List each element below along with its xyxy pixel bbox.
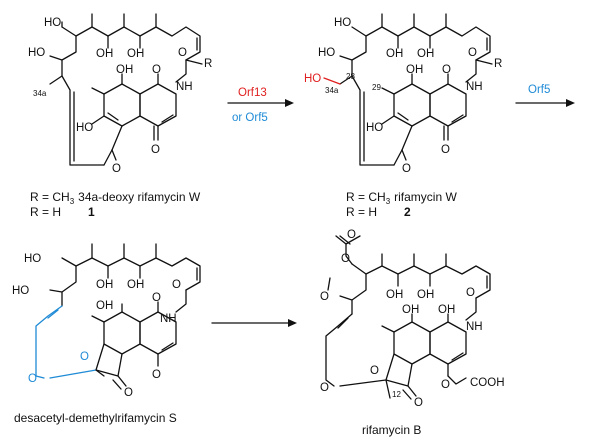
c3-ho-top: HO bbox=[24, 253, 41, 265]
c4-cooh: COOH bbox=[470, 377, 505, 389]
compound-4-structure bbox=[325, 235, 491, 400]
enzyme-orf13: Orf13 bbox=[238, 87, 267, 99]
c1-number: 1 bbox=[88, 205, 95, 219]
c2-oh-ring: OH bbox=[406, 64, 423, 76]
c2-o-bottom: O bbox=[441, 144, 450, 156]
c2-label-28: 28 bbox=[346, 72, 355, 81]
enzyme-orf5: Orf5 bbox=[528, 84, 550, 96]
c2-ho-ring: HO bbox=[366, 122, 383, 134]
c3-o-bottom: O bbox=[152, 369, 161, 381]
compound-2-structure bbox=[323, 13, 493, 166]
c4-oh-ring-1: OH bbox=[402, 304, 419, 316]
c1-r-group: R bbox=[204, 58, 212, 70]
c2-ho-top: HO bbox=[334, 17, 351, 29]
c4-nh: NH bbox=[466, 321, 483, 333]
c2-o-amide: O bbox=[468, 47, 477, 59]
arrow-1-head bbox=[285, 99, 294, 107]
c3-oh-1: OH bbox=[96, 279, 113, 291]
c2-caption-line2: R = H bbox=[346, 205, 377, 219]
c3-o-ring-blue: O bbox=[80, 351, 89, 363]
c4-oh-2: OH bbox=[417, 289, 434, 301]
c2-number: 2 bbox=[404, 205, 411, 219]
c4-o-acetate: O bbox=[347, 229, 356, 241]
arrow-3-head bbox=[288, 319, 297, 327]
c3-ho-side: HO bbox=[12, 285, 29, 297]
c4-label-12: 12 bbox=[392, 390, 401, 399]
c3-o-ether-blue: O bbox=[28, 373, 37, 385]
c1-caption-line2: R = H bbox=[30, 205, 61, 219]
c4-o-furan: O bbox=[370, 365, 379, 377]
c1-ho-top: HO bbox=[44, 17, 61, 29]
c2-ho-side: HO bbox=[318, 47, 335, 59]
c4-o-lactone: O bbox=[414, 397, 423, 409]
c2-r-group: R bbox=[494, 58, 502, 70]
compound-1-structure bbox=[49, 13, 203, 166]
c1-label-34a: 34a bbox=[33, 89, 47, 98]
c3-o-amide: O bbox=[172, 279, 181, 291]
c4-oh-ring-2: OH bbox=[438, 304, 455, 316]
c1-oh-2: OH bbox=[127, 48, 144, 60]
c4-caption: rifamycin B bbox=[362, 423, 421, 437]
c3-o-lactone: O bbox=[124, 387, 133, 399]
c4-o-glycolate: O bbox=[441, 379, 450, 391]
c2-ho-red: HO bbox=[304, 73, 321, 85]
c2-nh: NH bbox=[466, 81, 483, 93]
c3-o-ring: O bbox=[152, 292, 161, 304]
c2-o-ring: O bbox=[442, 64, 451, 76]
c1-o-ketone: O bbox=[112, 163, 121, 175]
c1-ho-side: HO bbox=[28, 47, 45, 59]
c4-o-methoxy: O bbox=[320, 291, 329, 303]
c3-nh: NH bbox=[160, 313, 177, 325]
compound-3-structure bbox=[35, 243, 201, 390]
c2-o-ketone: O bbox=[402, 163, 411, 175]
c3-caption: desacetyl-demethylrifamycin S bbox=[14, 411, 177, 425]
arrow-2-head bbox=[566, 99, 575, 107]
c1-o-ring: O bbox=[152, 64, 161, 76]
c1-ho-ring: HO bbox=[76, 122, 93, 134]
c3-oh-ring: OH bbox=[96, 300, 113, 312]
c4-oh-1: OH bbox=[386, 289, 403, 301]
c2-oh-1: OH bbox=[386, 48, 403, 60]
c3-oh-2: OH bbox=[127, 279, 144, 291]
c4-o-amide: O bbox=[466, 287, 475, 299]
c2-label-29: 29 bbox=[372, 83, 381, 92]
c4-o-ester: O bbox=[341, 253, 350, 265]
c2-label-34a: 34a bbox=[325, 86, 339, 95]
enzyme-or-orf5: or Orf5 bbox=[232, 112, 268, 124]
c1-o-amide: O bbox=[178, 47, 187, 59]
c1-oh-ring: OH bbox=[116, 64, 133, 76]
c1-oh-1: OH bbox=[96, 48, 113, 60]
c2-oh-2: OH bbox=[417, 48, 434, 60]
c1-o-bottom: O bbox=[151, 144, 160, 156]
c4-o-ether: O bbox=[320, 382, 329, 394]
c1-nh: NH bbox=[176, 81, 193, 93]
